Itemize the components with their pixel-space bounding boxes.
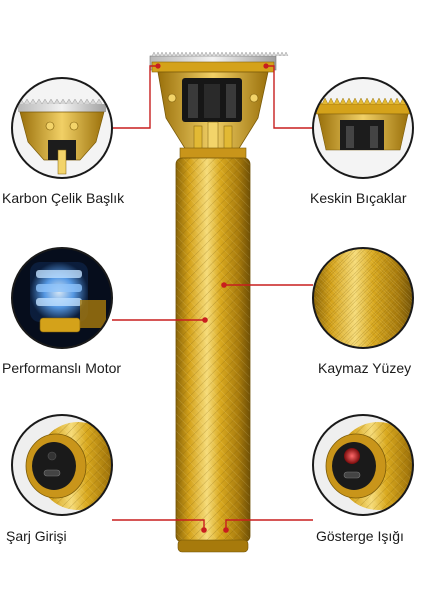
label-charging-port: Şarj Girişi [6, 528, 67, 544]
detail-circle-blades [312, 77, 414, 179]
detail-circle-motor [11, 247, 113, 349]
trimmer-end-cap [177, 539, 249, 553]
label-carbon-steel-head: Karbon Çelik Başlık [2, 190, 125, 206]
callout-dots [155, 63, 269, 533]
label-sharp-blades: Keskin Bıçaklar [310, 190, 407, 206]
detail-circle-charging-port [11, 414, 113, 516]
label-indicator-light: Gösterge Işığı [316, 528, 404, 544]
detail-circle-head [11, 77, 113, 179]
label-performance-motor: Performanslı Motor [2, 360, 122, 376]
detail-circle-indicator [312, 414, 414, 516]
label-non-slip-surface: Kaymaz Yüzey [318, 360, 412, 376]
blade-teeth [151, 51, 289, 57]
detail-circle-surface [312, 247, 414, 349]
trimmer-device [149, 51, 289, 553]
callout-lines [112, 65, 313, 530]
